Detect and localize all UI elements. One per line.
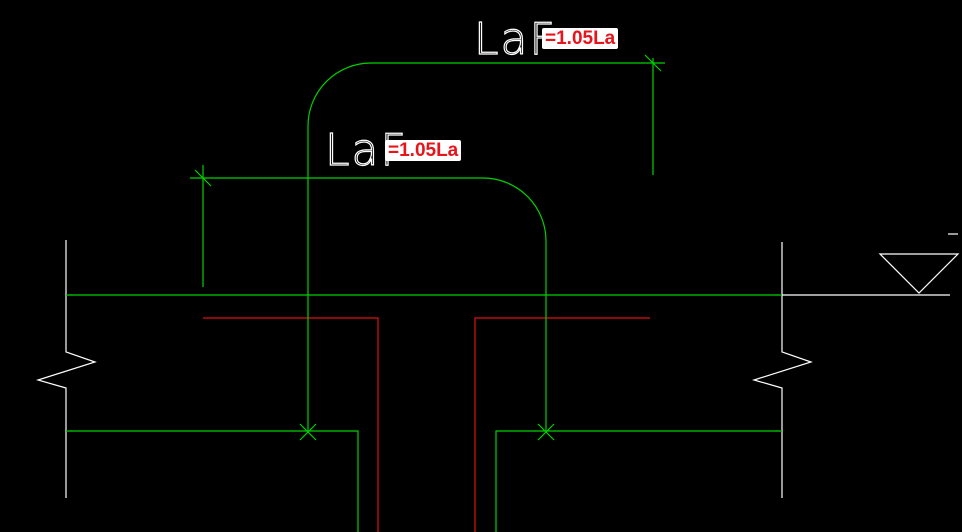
right-break-line [751, 242, 813, 498]
left-break-line [35, 240, 97, 498]
upper-dim-tick [644, 54, 662, 72]
inner-bar-end-tick-b [537, 423, 555, 441]
outer-bar-end-tick-b [299, 423, 317, 441]
lower-dim-tick [194, 169, 212, 187]
lower-value-annotation: =1.05La [385, 140, 462, 161]
column-right-edge [474, 317, 650, 532]
inner-rebar-bend [190, 177, 547, 432]
outer-rebar-bend [307, 62, 665, 432]
elevation-marker-icon [878, 253, 960, 294]
slab-bottom-line-right [495, 430, 782, 532]
upper-laf-label: LaF [474, 14, 557, 65]
slab-bottom-line-left [66, 430, 359, 532]
column-left-edge [203, 317, 379, 532]
upper-value-annotation: =1.05La [542, 28, 619, 49]
